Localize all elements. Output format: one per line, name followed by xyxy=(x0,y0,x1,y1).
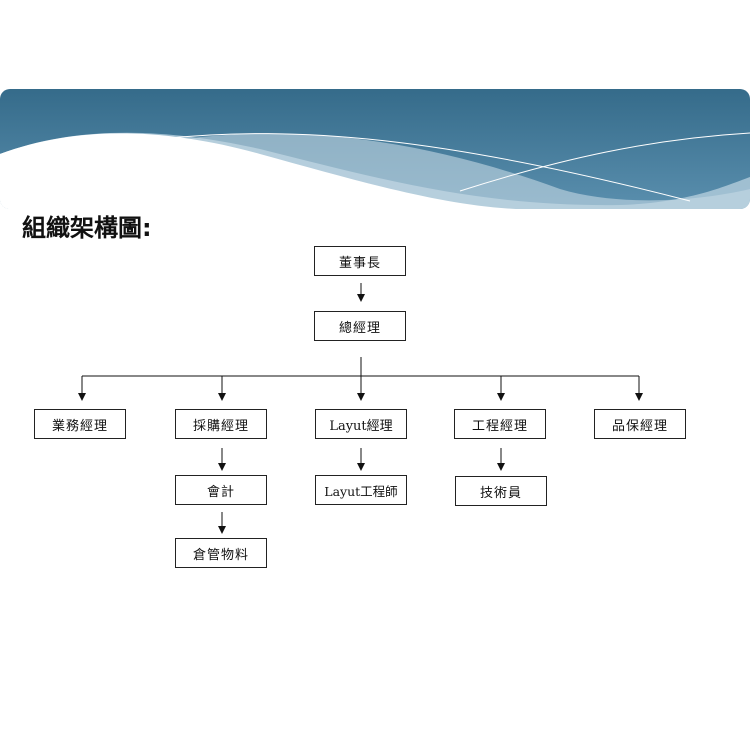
header-banner xyxy=(0,89,750,209)
node-technician: 技術員 xyxy=(455,476,547,506)
node-purchase-manager: 採購經理 xyxy=(175,409,267,439)
node-warehouse: 倉管物料 xyxy=(175,538,267,568)
node-general-manager: 總經理 xyxy=(314,311,406,341)
node-layout-engineer: Layut工程師 xyxy=(315,475,407,505)
node-engineering-manager: 工程經理 xyxy=(454,409,546,439)
node-sales-manager: 業務經理 xyxy=(34,409,126,439)
node-chairman: 董事長 xyxy=(314,246,406,276)
node-layout-manager: Layut經理 xyxy=(315,409,407,439)
page-title: 組織架構圖: xyxy=(22,214,152,242)
node-accounting: 會計 xyxy=(175,475,267,505)
node-qa-manager: 品保經理 xyxy=(594,409,686,439)
